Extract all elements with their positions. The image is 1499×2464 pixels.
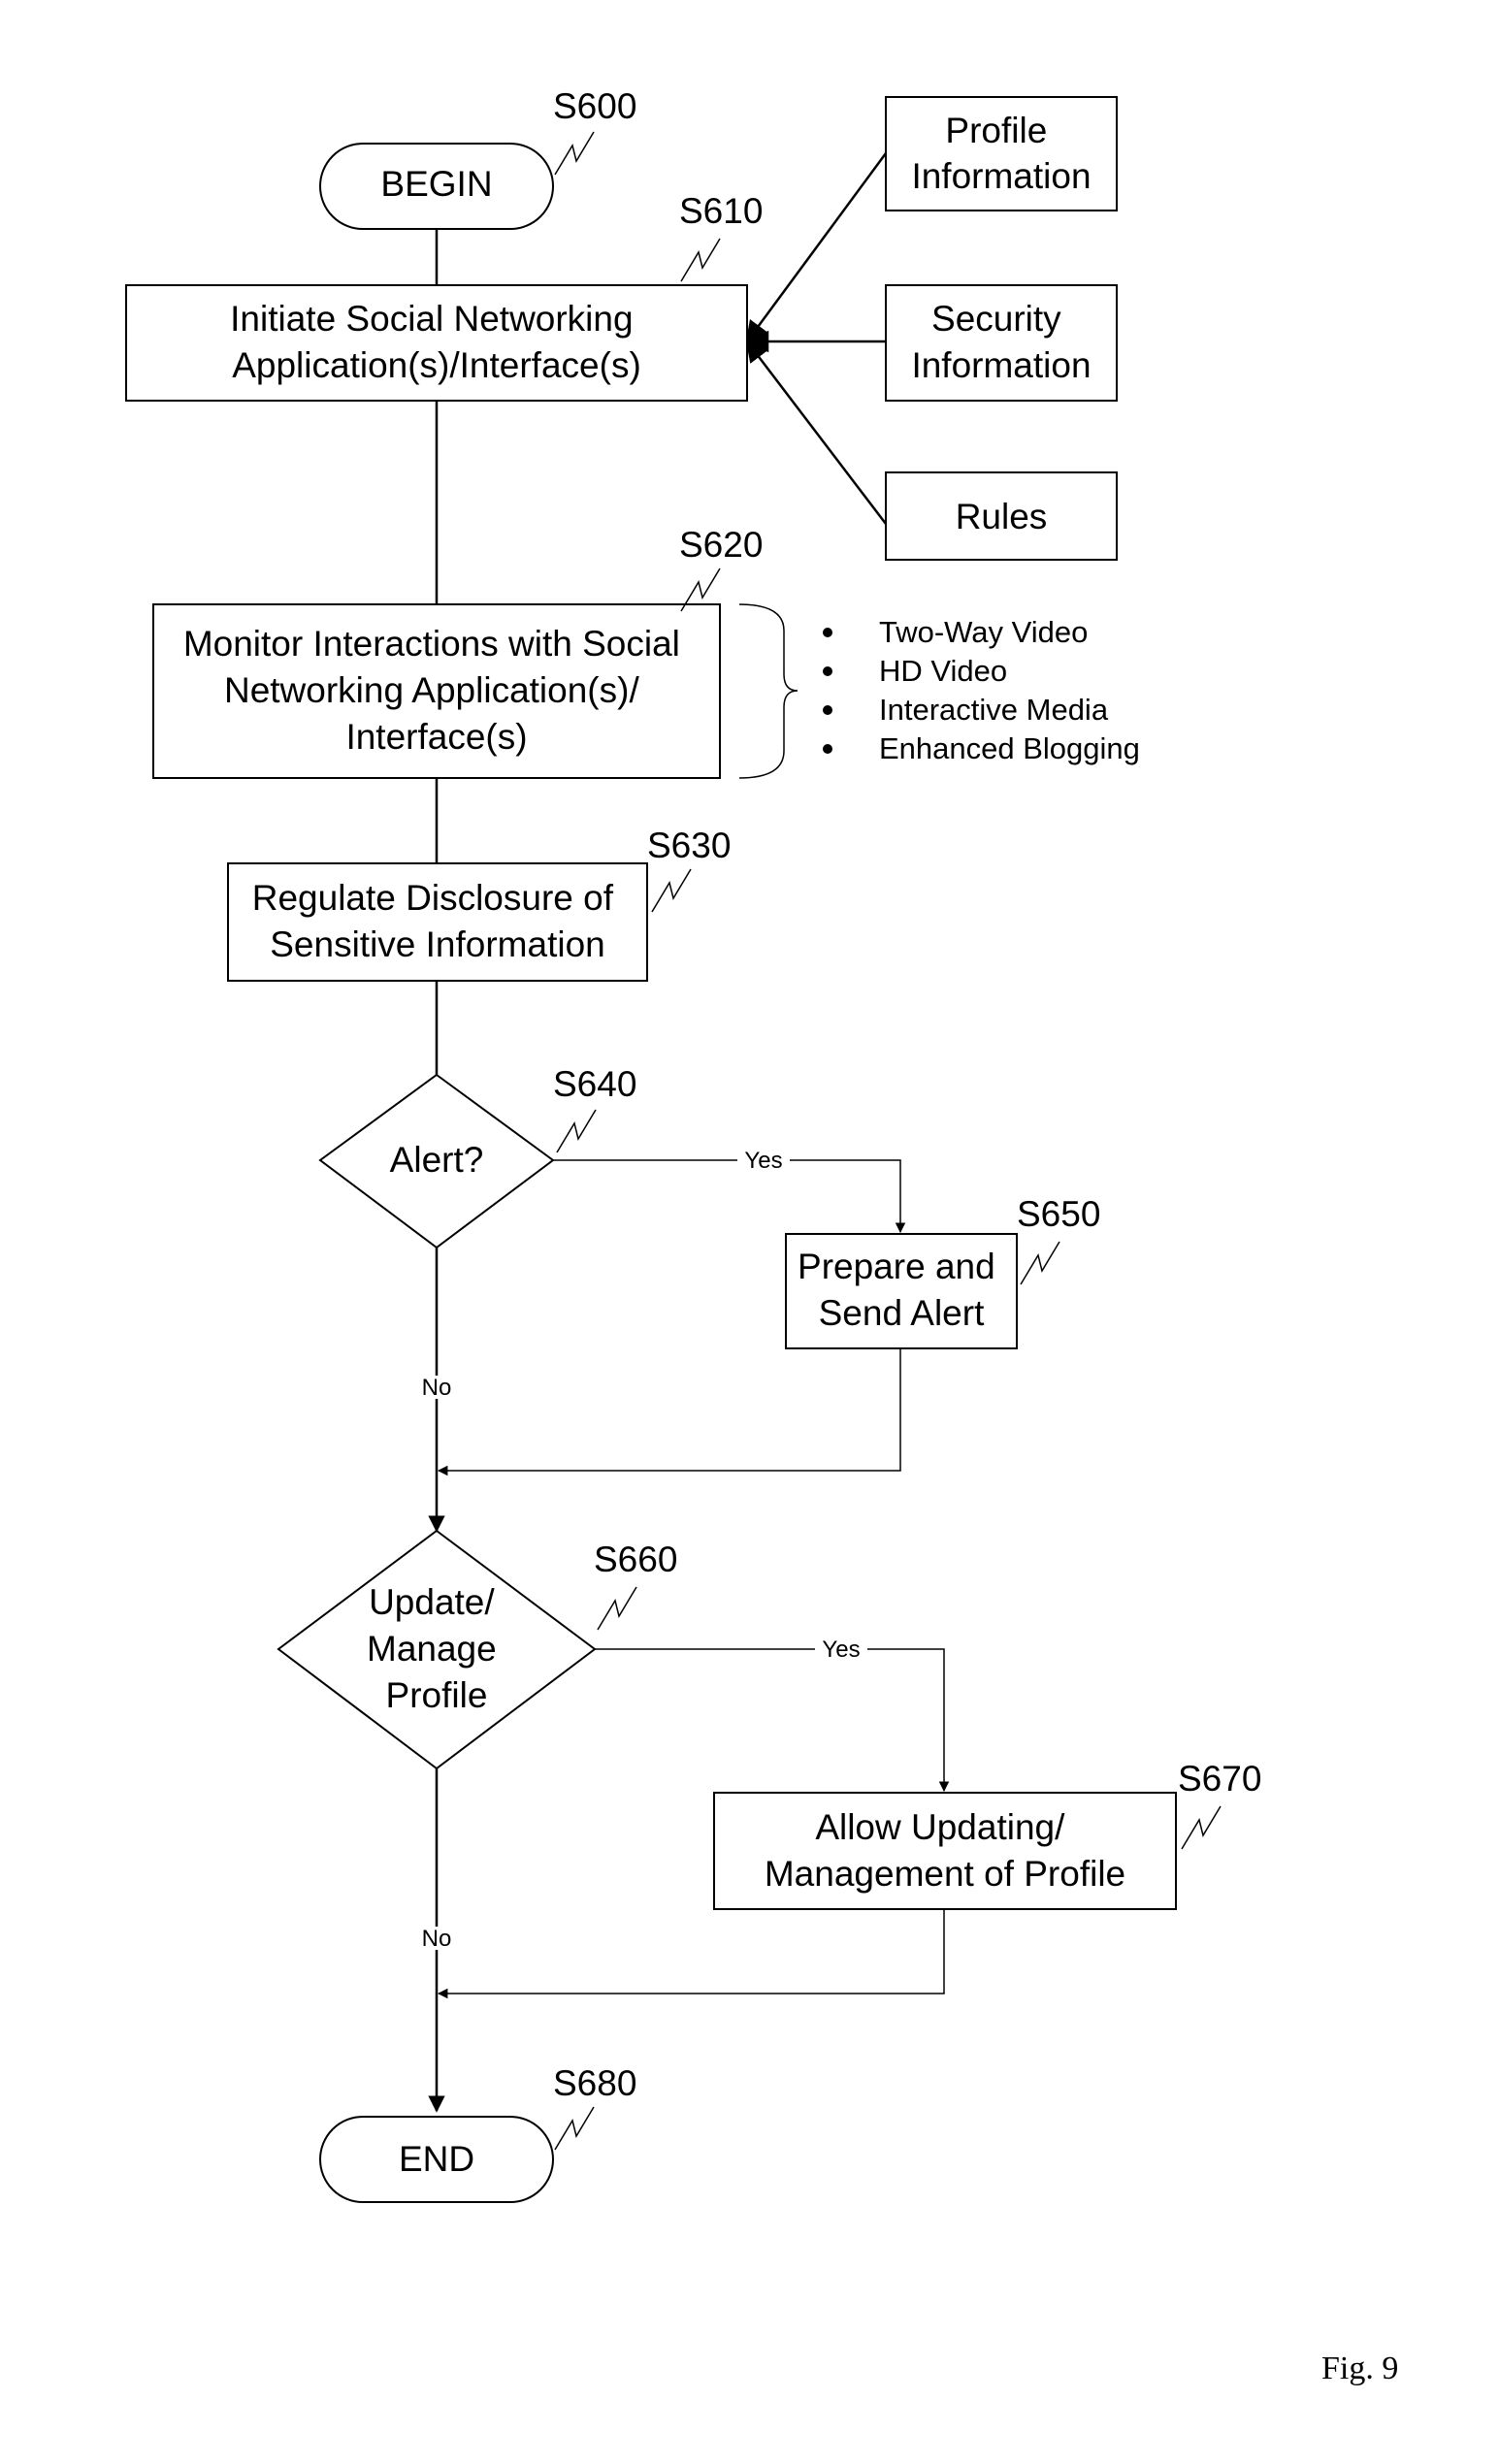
bullet-enhanced-blogging: Enhanced Blogging (879, 731, 1140, 765)
update-yes-label: Yes (822, 1637, 860, 1663)
squiggle-s610 (680, 238, 721, 282)
squiggle-s680 (554, 2106, 595, 2151)
regulate-box (227, 862, 648, 982)
bullet-interactive-media: Interactive Media (879, 693, 1109, 727)
send-alert-box (785, 1233, 1018, 1349)
update-label: Update/ Manage Profile (367, 1582, 506, 1715)
security-information-box (885, 284, 1118, 402)
squiggle-s600 (554, 131, 595, 176)
bullet-dot (823, 705, 832, 715)
yes-label-bg (737, 1149, 790, 1172)
connector-allow-return (437, 1909, 945, 1999)
begin-terminal (319, 143, 554, 230)
begin-label: BEGIN (380, 164, 492, 204)
initiate-box (125, 284, 748, 402)
bullet-dot (823, 666, 832, 676)
step-s630: S630 (647, 826, 731, 865)
connector-alert-yes (553, 1159, 906, 1234)
bullet-hd-video: HD Video (879, 654, 1007, 688)
send-alert-label: Prepare and Send Alert (798, 1247, 1005, 1333)
figure-label: Fig. 9 (1321, 2351, 1398, 2386)
connector-send-alert-return (437, 1348, 901, 1476)
monitor-label: Monitor Interactions with Social Network… (183, 624, 690, 757)
end-label: END (399, 2139, 474, 2179)
rules-label: Rules (956, 497, 1048, 536)
squiggle-s650 (1020, 1241, 1060, 1285)
end-terminal (319, 2116, 554, 2203)
bullet-two-way-video: Two-Way Video (879, 615, 1088, 649)
bullet-dot (823, 628, 832, 637)
rules-box (885, 471, 1118, 561)
step-s600: S600 (553, 86, 636, 126)
profile-information-label: Profile Information (911, 111, 1091, 196)
allow-updating-box (713, 1792, 1177, 1910)
step-s660: S660 (594, 1540, 677, 1579)
yes-label-bg (815, 1637, 867, 1661)
update-no-label: No (422, 1926, 452, 1952)
bullet-dot (823, 744, 832, 754)
regulate-label: Regulate Disclosure of Sensitive Informa… (252, 878, 624, 964)
squiggle-s670 (1181, 1805, 1222, 1850)
no-label-bg (415, 1376, 458, 1399)
alert-no-label: No (422, 1375, 452, 1401)
squiggle-s660 (597, 1586, 637, 1631)
squiggle-s640 (556, 1109, 597, 1153)
alert-decision (318, 1073, 555, 1249)
alert-label: Alert? (390, 1140, 484, 1180)
arrow-rules (745, 340, 887, 525)
step-s670: S670 (1178, 1759, 1261, 1799)
squiggle-s630 (651, 868, 692, 913)
no-label-bg (415, 1927, 458, 1950)
arrow-profile-info (745, 152, 888, 343)
step-s680: S680 (553, 2063, 636, 2103)
connector-update-yes (595, 1648, 950, 1793)
step-s610: S610 (679, 191, 763, 231)
squiggle-s620 (680, 567, 721, 612)
profile-information-box (885, 96, 1118, 211)
security-information-label: Security Information (911, 299, 1091, 385)
step-s650: S650 (1017, 1194, 1100, 1234)
allow-updating-label: Allow Updating/ Management of Profile (765, 1807, 1125, 1894)
monitor-bullets-brace (738, 603, 798, 779)
step-s620: S620 (679, 525, 763, 565)
step-s640: S640 (553, 1064, 636, 1104)
monitor-box (152, 603, 721, 779)
monitor-bullet-list: Two-Way Video HD Video Interactive Media… (823, 615, 1140, 765)
update-decision (277, 1529, 597, 1770)
initiate-label: Initiate Social Networking Application(s… (230, 299, 643, 385)
alert-yes-label: Yes (744, 1148, 782, 1174)
